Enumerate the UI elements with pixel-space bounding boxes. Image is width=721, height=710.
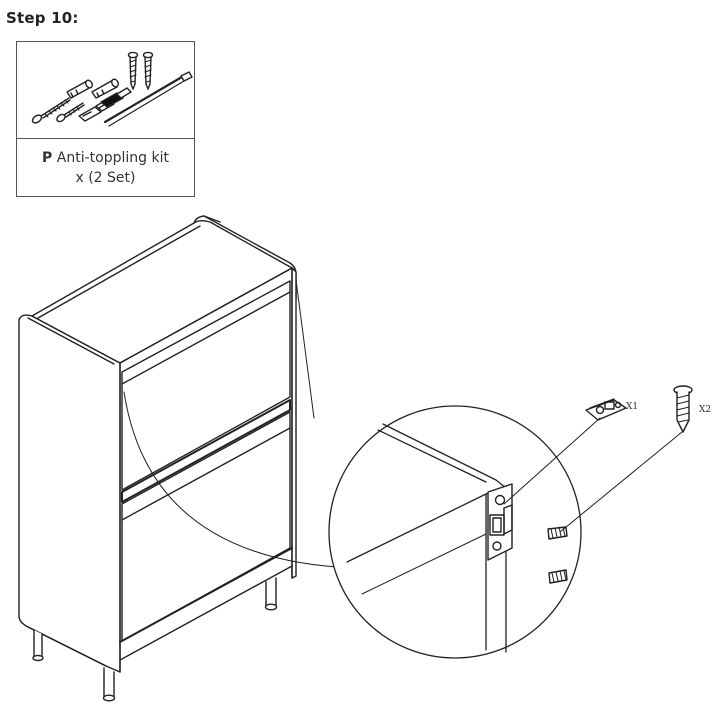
vertical-screw-icon bbox=[142, 51, 154, 90]
exploded-screw-icon bbox=[673, 385, 693, 433]
bracket-quantity-label: X1 bbox=[626, 402, 639, 412]
detail-screw-icon bbox=[548, 569, 568, 584]
part-letter: P bbox=[42, 150, 53, 166]
part-quantity: x (2 Set) bbox=[75, 170, 136, 186]
exploded-bracket bbox=[585, 398, 627, 421]
parts-caption: P Anti-toppling kit x (2 Set) bbox=[17, 148, 194, 188]
part-name: Anti-toppling kit bbox=[56, 150, 169, 166]
cabinet-leg bbox=[264, 577, 278, 611]
wall-plug-icon bbox=[66, 79, 93, 99]
cabinet bbox=[18, 215, 297, 702]
wall-screw-icon bbox=[56, 102, 85, 123]
parts-box-divider bbox=[17, 138, 194, 139]
wall-plug-icon bbox=[91, 78, 119, 99]
parts-box: P Anti-toppling kit x (2 Set) bbox=[16, 41, 195, 197]
anti-tip-strap-icon bbox=[103, 71, 193, 127]
bracket-icon bbox=[100, 87, 132, 108]
step-title: Step 10: bbox=[6, 9, 79, 27]
wall-screw-icon bbox=[31, 97, 71, 124]
cabinet-leg bbox=[32, 629, 44, 662]
screw-quantity-label: X2 bbox=[699, 405, 712, 415]
anti-toppling-kit-illustration bbox=[31, 51, 193, 127]
vertical-screw-icon bbox=[127, 51, 139, 90]
mounted-bracket bbox=[487, 483, 513, 561]
cabinet-leg bbox=[102, 667, 116, 702]
detail-magnifier bbox=[328, 405, 582, 659]
